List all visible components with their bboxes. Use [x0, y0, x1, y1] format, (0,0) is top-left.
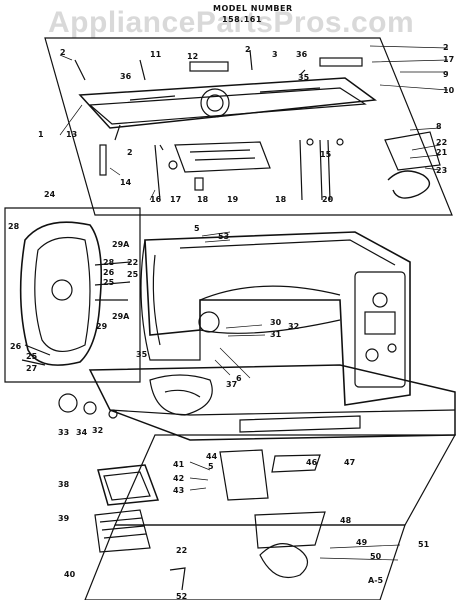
callout-1: 1 [38, 130, 44, 139]
callout-26a: 26 [103, 268, 115, 277]
callout-50: 49 [356, 538, 368, 547]
callout-22a: 22 [436, 138, 448, 147]
throat-plate [174, 141, 271, 173]
callout-40: 39 [58, 514, 70, 523]
callout-48: 47 [344, 458, 356, 467]
callout-29: 29 [96, 322, 108, 331]
callout-37a: 36 [120, 72, 132, 81]
callout-41: 40 [64, 570, 76, 579]
callout-37b: 36 [296, 50, 308, 59]
callout-20: 20 [322, 195, 334, 204]
callout-23: 23 [436, 166, 448, 175]
spring-clip [387, 170, 431, 199]
slide-plate [254, 511, 326, 549]
filter-pad [94, 509, 151, 553]
feed-regulator [198, 311, 220, 333]
callout-28a: 28 [8, 222, 20, 231]
callout-27: 27 [26, 364, 38, 373]
callout-53: 52 [176, 592, 188, 601]
callout-15: 15 [320, 150, 332, 159]
top-panel-frame [44, 37, 453, 216]
callout-13: 13 [66, 130, 78, 139]
callout-22b: 22 [127, 258, 139, 267]
callout-26b: 26 [10, 342, 22, 351]
callout-54: 53 [218, 232, 230, 241]
presser-bar-part [189, 61, 229, 72]
plate-code: A-5 [368, 576, 384, 585]
callout-34: 33 [58, 428, 70, 437]
hand-wheel-knob [58, 393, 78, 413]
bed-plate [78, 77, 378, 129]
callout-17a: 17 [443, 55, 455, 64]
callout-14: 14 [120, 178, 132, 187]
callout-18a: 18 [197, 195, 209, 204]
callout-29a: 29A [112, 312, 130, 321]
side-cover-frame [4, 207, 141, 383]
callout-12: 12 [187, 52, 199, 61]
callout-19: 19 [227, 195, 239, 204]
callout-33b: 32 [92, 426, 104, 435]
callout-18b: 18 [275, 195, 287, 204]
callout-36b: 35 [136, 350, 148, 359]
callout-5b: 5 [208, 462, 214, 471]
callout-31: 30 [270, 318, 282, 327]
gasket-frame [97, 464, 160, 506]
callout-42: 41 [173, 460, 185, 469]
callout-16: 16 [150, 195, 162, 204]
callout-17b: 17 [170, 195, 182, 204]
callout-2d: 2 [127, 148, 133, 157]
callout-30: 29A [112, 240, 130, 249]
model-number: 158.161 [222, 15, 262, 24]
callout-8: 8 [436, 122, 442, 131]
watermark-text: AppliancePartsPros.com [48, 6, 415, 39]
callout-44: 43 [173, 486, 185, 495]
callout-25a: 25 [127, 270, 139, 279]
callout-33a: 32 [288, 322, 300, 331]
callout-38: 37 [226, 380, 238, 389]
callout-2c: 2 [245, 45, 251, 54]
callout-47: 46 [306, 458, 318, 467]
callout-51: 50 [370, 552, 382, 561]
end-cap [354, 271, 406, 388]
callout-2b: 2 [60, 48, 66, 57]
callout-36a: 35 [298, 73, 310, 82]
callout-5: 5 [194, 224, 200, 233]
callout-52: 51 [418, 540, 430, 549]
lower-plate-frame [84, 524, 406, 600]
machine-head-outline [144, 231, 411, 406]
callout-25c: 25 [26, 352, 38, 361]
callout-21: 21 [436, 148, 448, 157]
callout-32: 31 [270, 330, 282, 339]
callout-45: 44 [206, 452, 218, 461]
callout-35: 34 [76, 428, 88, 437]
model-title: MODEL NUMBER [213, 4, 293, 13]
callout-49: 48 [340, 516, 352, 525]
callout-11: 11 [150, 50, 162, 59]
callout-28b: 28 [103, 258, 115, 267]
callout-2a: 2 [443, 43, 449, 52]
callout-10: 10 [443, 86, 455, 95]
callout-39: 38 [58, 480, 70, 489]
side-cover [19, 221, 103, 366]
callout-3: 3 [272, 50, 278, 59]
machine-bed [88, 364, 456, 441]
callout-6: 6 [236, 374, 242, 383]
callout-9: 9 [443, 70, 449, 79]
callout-43: 42 [173, 474, 185, 483]
callout-22c: 22 [176, 546, 188, 555]
callout-24: 24 [44, 190, 56, 199]
callout-25b: 25 [103, 278, 115, 287]
accessory-panel-frame [114, 434, 457, 526]
